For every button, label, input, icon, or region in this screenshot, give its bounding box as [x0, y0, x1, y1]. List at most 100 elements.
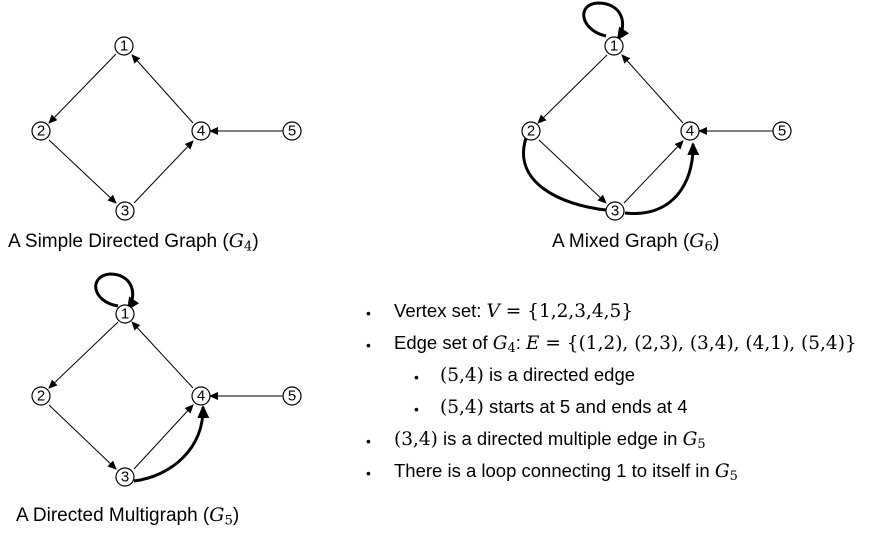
math: G — [682, 429, 698, 450]
math-subscript: 4 — [507, 341, 516, 357]
math: (5,4) — [440, 365, 484, 386]
edge-3-4-multiple — [133, 405, 210, 483]
math: = {(1,2), (2,3), (3,4), (4,1), (5,4)} — [539, 333, 857, 354]
node-2: 2 — [521, 121, 541, 141]
caption-subscript: 5 — [224, 513, 233, 529]
caption-text: ) — [252, 231, 259, 252]
node-label: 2 — [527, 123, 535, 140]
node-5: 5 — [772, 121, 792, 141]
bullet-marker: • — [366, 433, 371, 449]
sub-bullet-directed-edge: • (5,4) is a directed edge — [362, 364, 887, 396]
node-5: 5 — [282, 121, 302, 141]
node-label: 2 — [37, 123, 45, 140]
caption-subscript: 6 — [704, 239, 713, 255]
node-2: 2 — [31, 386, 51, 406]
edge-3-4-multiple — [624, 142, 700, 215]
edge-4-1 — [131, 321, 194, 389]
node-label: 4 — [197, 123, 205, 140]
math: G — [714, 461, 730, 482]
bullet-text: Edge set of G4: E = {(1,2), (2,3), (3,4)… — [394, 332, 857, 357]
node-4: 4 — [680, 121, 700, 141]
bullet-marker: • — [366, 337, 371, 353]
caption-text: ) — [232, 505, 240, 526]
node-label: 5 — [288, 388, 296, 405]
graph-g4: 1 2 3 4 5 — [31, 36, 302, 221]
graph-g6: 1 2 3 4 5 — [521, 1, 792, 221]
edge-3-4 — [133, 140, 194, 204]
caption-g4: A Simple Directed Graph (G4) — [8, 230, 259, 254]
edge-3-4 — [623, 140, 684, 204]
node-1: 1 — [115, 304, 135, 324]
caption-text: ) — [712, 231, 720, 252]
caption-g5: A Directed Multigraph (G5) — [16, 504, 239, 528]
node-label: 3 — [121, 469, 129, 486]
node-label: 5 — [778, 123, 786, 140]
caption-subscript: 4 — [243, 239, 253, 255]
node-label: 4 — [197, 388, 205, 405]
bullet-vertex-set: • Vertex set: V = {1,2,3,4,5} — [362, 300, 887, 332]
node-5: 5 — [282, 386, 302, 406]
graph-g5: 1 2 3 4 5 — [31, 272, 302, 487]
caption-text: A Mixed Graph ( — [552, 231, 690, 252]
bullet-text: (5,4) starts at 5 and ends at 4 — [440, 396, 688, 418]
node-label: 3 — [611, 203, 619, 220]
node-4: 4 — [191, 386, 211, 406]
node-3: 3 — [115, 201, 135, 221]
bullet-loop: • There is a loop connecting 1 to itself… — [362, 460, 887, 492]
node-4: 4 — [191, 121, 211, 141]
caption-math: G — [209, 504, 225, 526]
text: Vertex set: — [394, 300, 487, 321]
caption-math: G — [689, 230, 705, 252]
bullet-marker: • — [366, 305, 371, 321]
text: is a directed multiple edge in — [437, 428, 683, 449]
math: E — [526, 333, 540, 354]
bullet-text: Vertex set: V = {1,2,3,4,5} — [394, 300, 634, 322]
edge-1-2 — [48, 321, 119, 389]
node-label: 1 — [121, 306, 129, 323]
math: V — [486, 301, 500, 322]
edge-1-2 — [48, 53, 117, 124]
edge-2-3 — [538, 139, 607, 204]
math-subscript: 5 — [729, 469, 738, 485]
loop-1 — [94, 272, 140, 311]
node-2: 2 — [31, 121, 51, 141]
node-3: 3 — [115, 467, 135, 487]
edge-4-1 — [131, 54, 194, 124]
caption-math: G — [228, 230, 244, 252]
bullet-list: • Vertex set: V = {1,2,3,4,5} • Edge set… — [362, 300, 887, 492]
edge-2-3 — [48, 139, 117, 204]
node-1: 1 — [114, 36, 134, 56]
caption-text: A Simple Directed Graph ( — [8, 231, 229, 252]
bullet-marker: • — [414, 401, 419, 417]
node-3: 3 — [605, 201, 625, 221]
caption-g6: A Mixed Graph (G6) — [552, 230, 719, 254]
sub-bullet-starts-ends: • (5,4) starts at 5 and ends at 4 — [362, 396, 887, 428]
bullet-marker: • — [414, 369, 419, 385]
math: G — [492, 333, 508, 354]
math: = {1,2,3,4,5} — [499, 301, 634, 322]
node-label: 3 — [121, 203, 129, 220]
text: starts at 5 and ends at 4 — [483, 396, 688, 417]
bullet-text: There is a loop connecting 1 to itself i… — [394, 460, 738, 485]
node-label: 1 — [610, 38, 618, 55]
text: : — [515, 332, 527, 353]
math-subscript: 5 — [697, 437, 706, 453]
node-label: 1 — [120, 38, 128, 55]
caption-text: A Directed Multigraph ( — [16, 505, 210, 526]
bullet-text: (3,4) is a directed multiple edge in G5 — [394, 428, 706, 453]
bullet-marker: • — [366, 465, 371, 481]
text: There is a loop connecting 1 to itself i… — [394, 460, 715, 481]
node-label: 2 — [37, 388, 45, 405]
bullet-text: (5,4) is a directed edge — [440, 364, 636, 386]
edge-3-4 — [133, 404, 194, 470]
node-label: 5 — [288, 123, 296, 140]
bullet-edge-set: • Edge set of G4: E = {(1,2), (2,3), (3,… — [362, 332, 887, 364]
edge-4-1 — [621, 54, 684, 124]
node-1: 1 — [604, 36, 624, 56]
math: (5,4) — [440, 397, 484, 418]
math: (3,4) — [394, 429, 438, 450]
text: Edge set of — [394, 332, 493, 353]
text: is a directed edge — [483, 364, 636, 385]
